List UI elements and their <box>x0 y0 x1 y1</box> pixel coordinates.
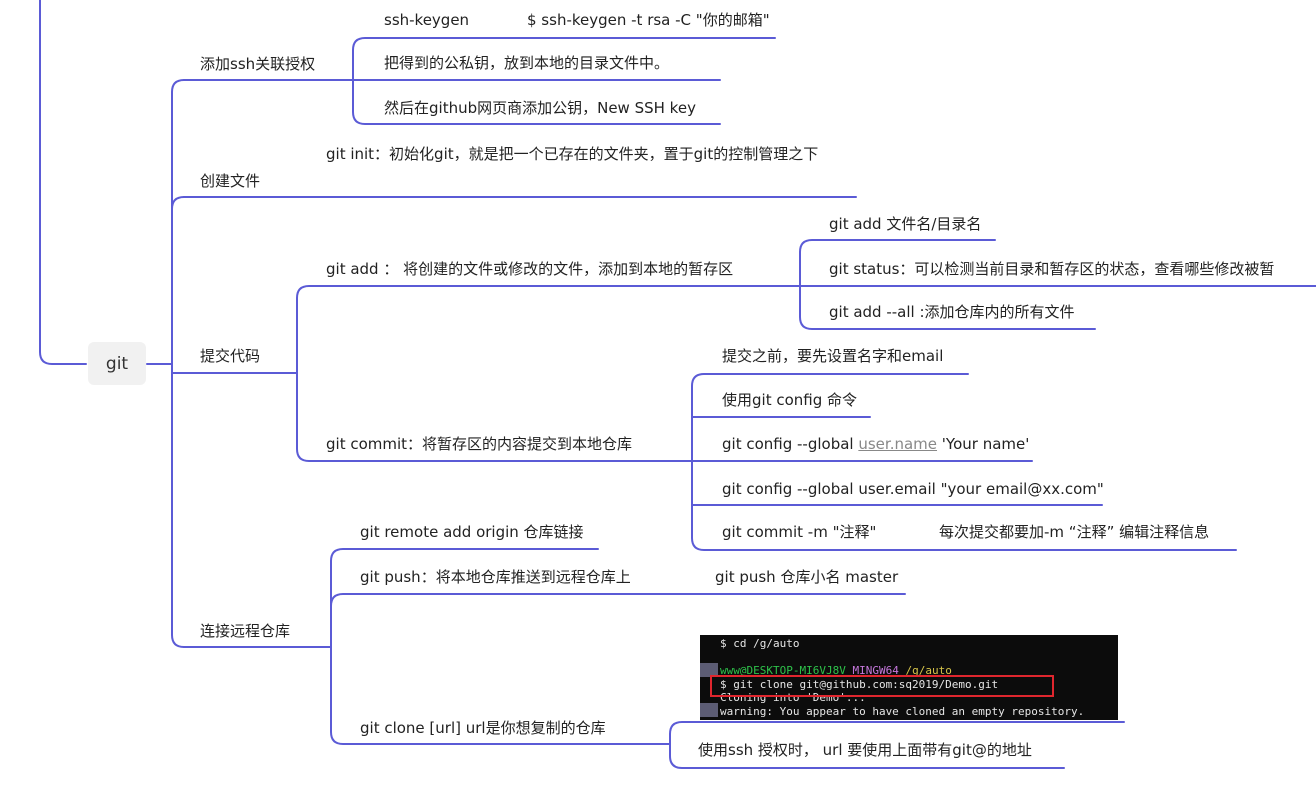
connector-trunk <box>171 79 185 648</box>
connector-commit-sub5 <box>691 460 1237 551</box>
ssh-keygen-label[interactable]: ssh-keygen <box>384 11 470 29</box>
ssh-github-key[interactable]: 然后在github网页商添加公钥，New SSH key <box>384 99 696 117</box>
branch-remote[interactable]: 连接远程仓库 <box>200 622 291 640</box>
connector-ssh <box>352 37 776 81</box>
branch-ssh[interactable]: 添加ssh关联授权 <box>200 55 316 73</box>
terminal-screenshot: $ cd /g/auto www@DESKTOP-MI6VJ8V MINGW64… <box>700 635 1118 720</box>
connector-commit-commit <box>296 372 693 462</box>
connector-commit-add <box>296 285 801 374</box>
commit-sub-config[interactable]: 使用git config 命令 <box>722 391 858 409</box>
connector-remote-origin <box>330 548 599 648</box>
terminal-line-prompt: www@DESKTOP-MI6VJ8V MINGW64 /g/auto <box>720 664 952 677</box>
commit-sub-email[interactable]: git config --global user.email "your ema… <box>722 480 1104 498</box>
add-sub-all[interactable]: git add --all :添加仓库内的所有文件 <box>829 303 1075 321</box>
commit-sub-username[interactable]: git config --global user.name 'Your name… <box>722 434 1029 454</box>
connector-ssh-github <box>352 79 721 125</box>
commit-node[interactable]: git commit：将暂存区的内容提交到本地仓库 <box>326 435 633 453</box>
terminal-line-warning: warning: You appear to have cloned an em… <box>720 705 1085 718</box>
connector-add-sub1 <box>799 239 996 287</box>
clone-ssh-note[interactable]: 使用ssh 授权时， url 要使用上面带有git@的地址 <box>698 741 1032 759</box>
commit-sub-name-email[interactable]: 提交之前，要先设置名字和email <box>722 347 944 365</box>
ssh-keygen-command[interactable]: $ ssh-keygen -t rsa -C "你的邮箱" <box>527 11 770 29</box>
create-git-init[interactable]: git init：初始化git，就是把一个已存在的文件夹，置于git的控制管理之… <box>326 145 819 163</box>
add-sub-status[interactable]: git status：可以检测当前目录和暂存区的状态，查看哪些修改被暂 <box>829 260 1275 278</box>
commit-sub-message-desc[interactable]: 每次提交都要加-m “注释” 编辑注释信息 <box>939 523 1210 541</box>
config-username-prefix: git config --global <box>722 435 859 453</box>
user-name-link[interactable]: user.name <box>858 435 938 453</box>
terminal-side-marker-1 <box>700 663 718 677</box>
connector-add-sub3 <box>799 285 1096 330</box>
remote-push-command[interactable]: git push 仓库小名 master <box>715 568 899 586</box>
connector-clone-image <box>669 721 1125 745</box>
remote-push[interactable]: git push：将本地仓库推送到远程仓库上 <box>360 568 631 586</box>
remote-clone[interactable]: git clone [url] url是你想复制的仓库 <box>360 719 606 737</box>
connector-commit-sub1 <box>691 373 969 462</box>
connector-branch-create <box>171 196 185 210</box>
config-username-suffix: 'Your name' <box>937 435 1030 453</box>
terminal-side-marker-2 <box>700 703 718 717</box>
branch-create[interactable]: 创建文件 <box>200 172 261 190</box>
add-node[interactable]: git add ： 将创建的文件或修改的文件，添加到本地的暂存区 <box>326 260 734 278</box>
terminal-line-clone: $ git clone git@github.com:sq2019/Demo.g… <box>720 678 999 691</box>
connector-remote-clone <box>330 646 671 745</box>
commit-sub-message-cmd[interactable]: git commit -m "注释" <box>722 523 877 541</box>
connector-root-upper <box>39 0 87 365</box>
remote-add-origin[interactable]: git remote add origin 仓库链接 <box>360 523 584 541</box>
terminal-line-cd: $ cd /g/auto <box>720 637 800 650</box>
connector-clone-note <box>669 743 1065 769</box>
ssh-put-key[interactable]: 把得到的公私钥，放到本地的目录文件中。 <box>384 54 670 72</box>
terminal-line-cloning: Cloning into 'Demo'... <box>720 691 866 704</box>
root-node-git[interactable]: git <box>88 342 146 385</box>
branch-commit[interactable]: 提交代码 <box>200 347 261 365</box>
add-sub-filename[interactable]: git add 文件名/目录名 <box>829 215 982 233</box>
connector-remote-push <box>330 593 906 648</box>
terminal-highlight-box <box>710 675 1054 697</box>
